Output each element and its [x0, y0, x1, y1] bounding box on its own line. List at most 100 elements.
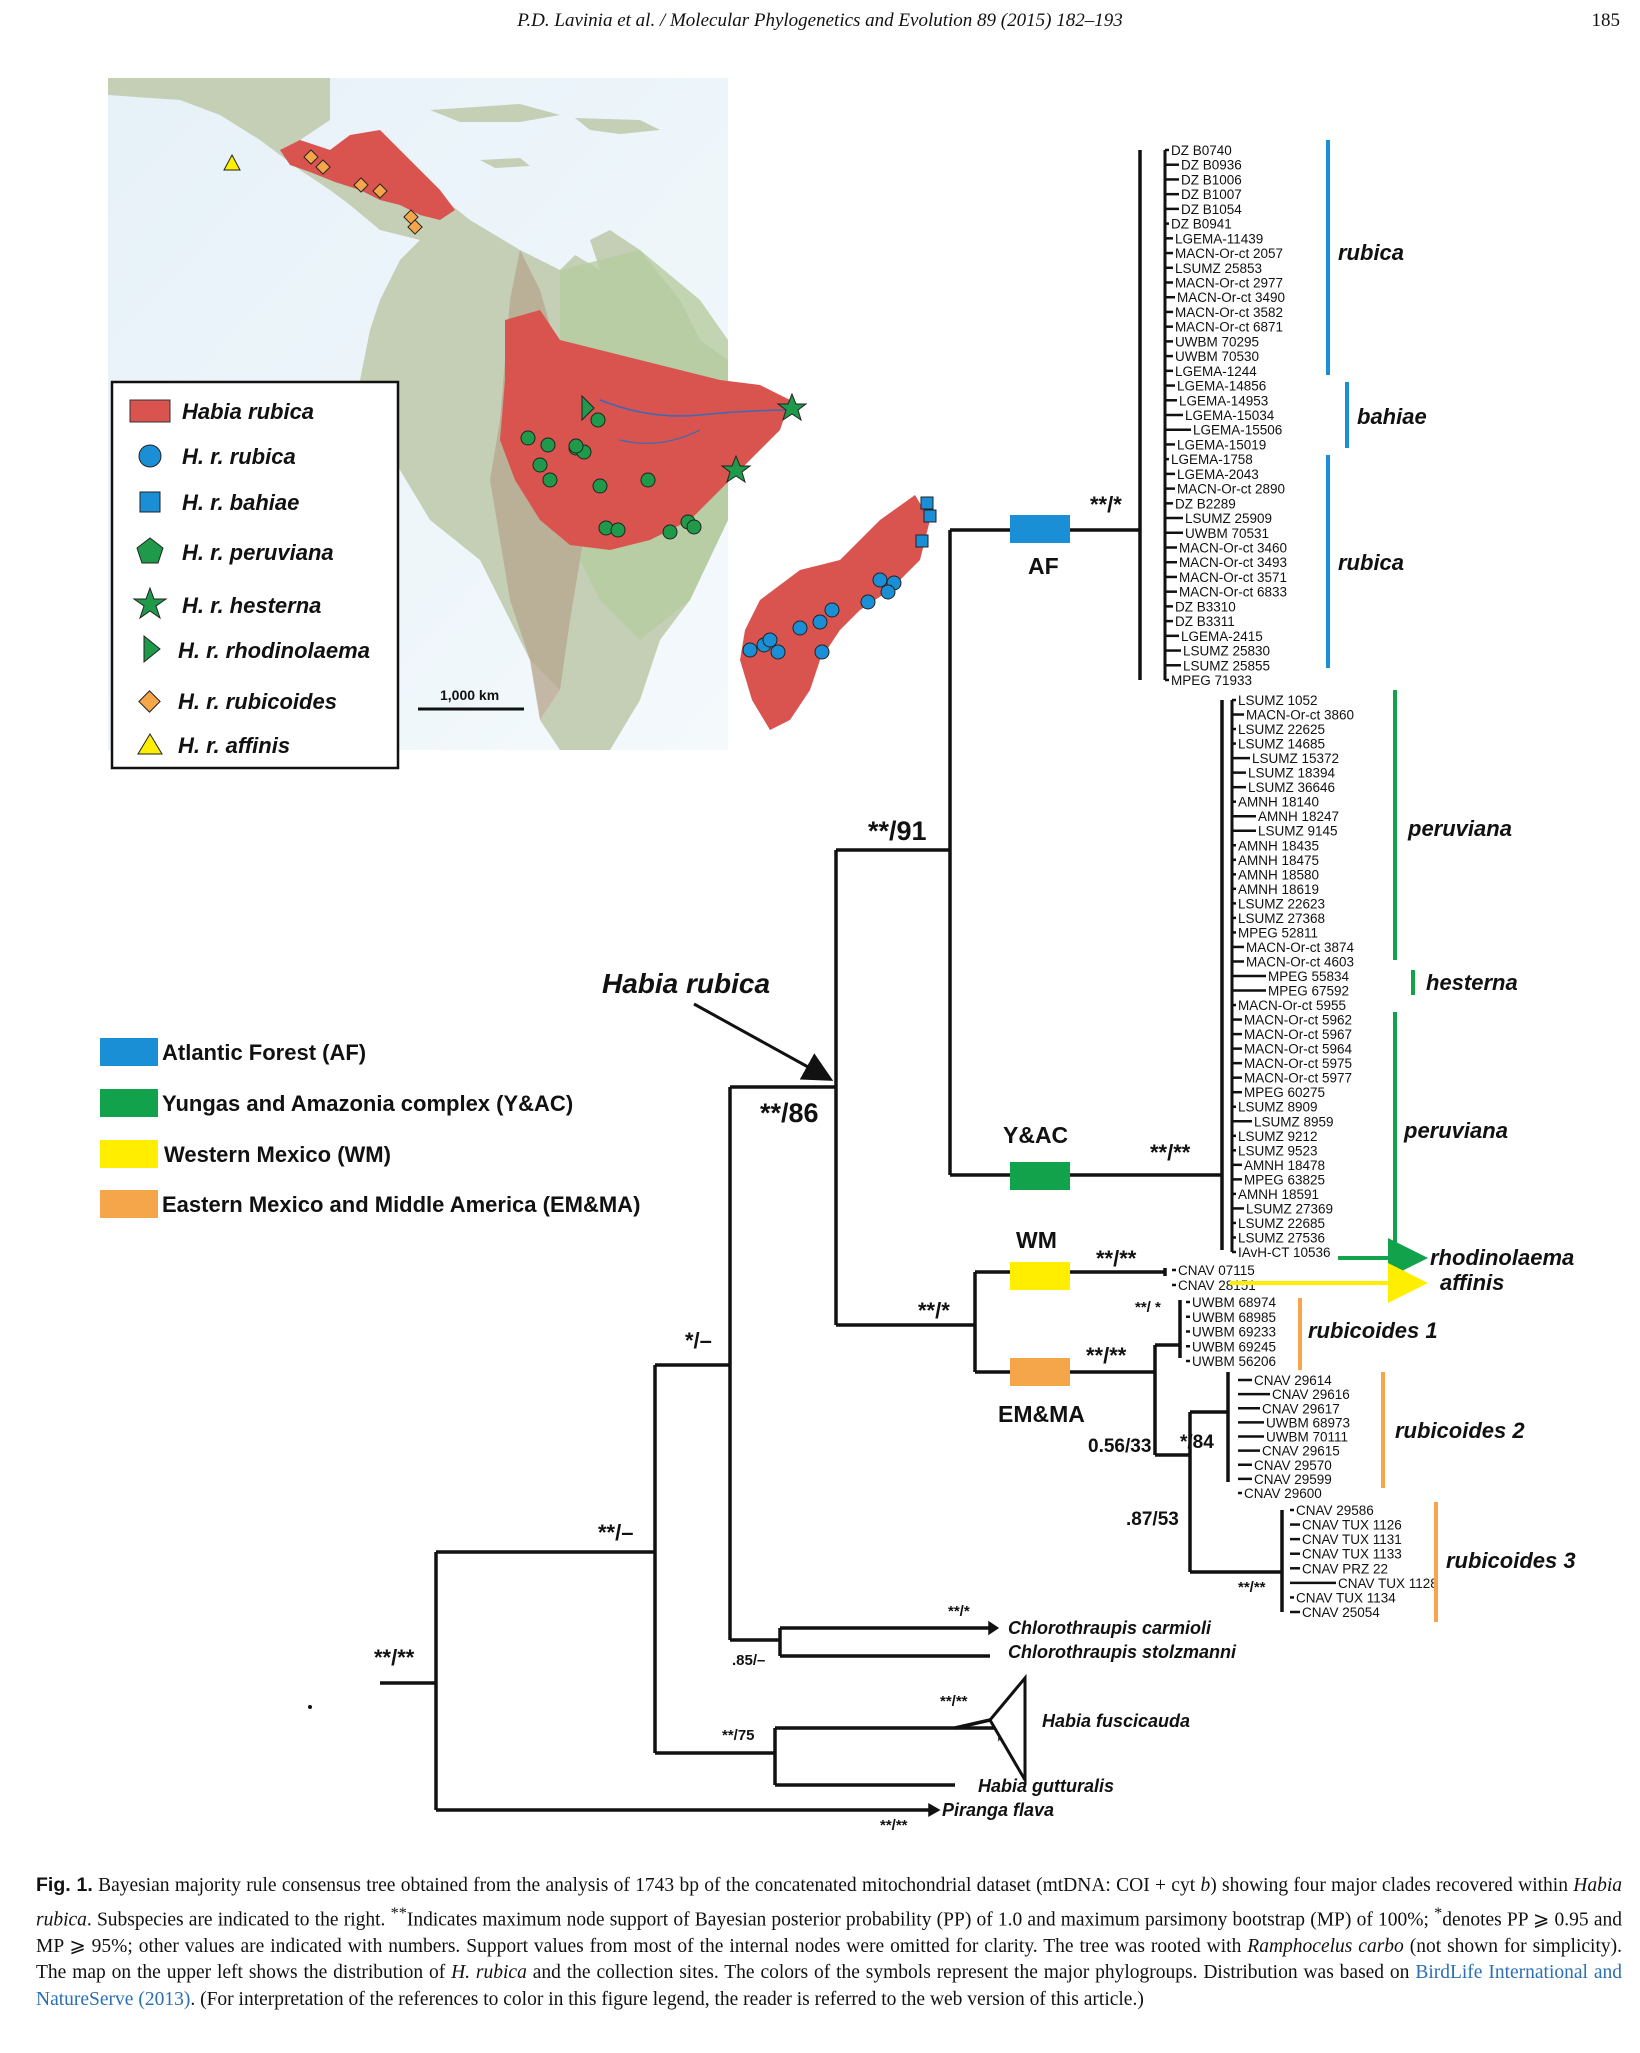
green-triangle-icon — [581, 394, 595, 422]
leaf-label: AMNH 18140 — [1238, 795, 1319, 810]
leaf-label: MACN-Or-ct 4603 — [1246, 954, 1354, 969]
blue-circle-icon — [138, 444, 162, 468]
svg-text:H. r. rhodinolaema: H. r. rhodinolaema — [178, 638, 370, 663]
leaf-label: DZ B0941 — [1171, 217, 1232, 232]
svg-text:H. r. affinis: H. r. affinis — [178, 733, 290, 758]
leaf-label: MACN-Or-ct 6833 — [1179, 585, 1287, 600]
leaf-label: DZ B0936 — [1181, 158, 1242, 173]
leaf-label: LSUMZ 9523 — [1238, 1143, 1318, 1158]
leaf-label: MACN-Or-ct 5964 — [1244, 1042, 1353, 1057]
green-star-icon — [776, 392, 808, 422]
leaf-label: LSUMZ 22625 — [1238, 722, 1325, 737]
leaf-label: LSUMZ 14685 — [1238, 737, 1325, 752]
svg-text:hesterna: hesterna — [1426, 970, 1518, 995]
svg-text:H. r. rubicoides: H. r. rubicoides — [178, 689, 337, 714]
leaf-label: LGEMA-11439 — [1175, 231, 1263, 246]
leaf-label: DZ B3311 — [1175, 614, 1235, 629]
citation-link[interactable]: BirdLife International and NatureServe (… — [36, 1962, 1622, 2010]
svg-text:**/**: **/** — [1096, 1246, 1137, 1271]
leaf-label: LSUMZ 22685 — [1238, 1216, 1325, 1231]
leaf-label: AMNH 18580 — [1238, 867, 1319, 882]
svg-text:Yungas and Amazonia complex (Y: Yungas and Amazonia complex (Y&AC) — [162, 1091, 573, 1116]
svg-text:Piranga flava: Piranga flava — [942, 1800, 1054, 1820]
green-triangle-icon — [143, 634, 161, 664]
svg-text:rubicoides 1: rubicoides 1 — [1308, 1318, 1438, 1343]
leaf-label: LSUMZ 22623 — [1238, 896, 1325, 911]
svg-text:rubicoides 2: rubicoides 2 — [1395, 1418, 1525, 1443]
leaf-label: CNAV TUX 1134 — [1296, 1590, 1396, 1605]
svg-text:**/**: **/** — [1150, 1140, 1191, 1165]
leaf-label: MACN-Or-ct 5975 — [1244, 1056, 1352, 1071]
svg-text:rubica: rubica — [1338, 550, 1404, 575]
leaf-label: LSUMZ 8959 — [1254, 1114, 1334, 1129]
svg-text:Y&AC: Y&AC — [1003, 1122, 1068, 1148]
svg-text:peruviana: peruviana — [1403, 1118, 1508, 1143]
leaf-label: LSUMZ 15372 — [1252, 751, 1339, 766]
leaf-label: MPEG 55834 — [1268, 969, 1350, 984]
leaf-label: CNAV 29617 — [1262, 1401, 1340, 1416]
leaf-label: MPEG 63825 — [1244, 1172, 1325, 1187]
leaf-label: MACN-Or-ct 5967 — [1244, 1027, 1352, 1042]
svg-text:H. r. bahiae: H. r. bahiae — [182, 490, 299, 515]
svg-text:**/*: **/* — [918, 1298, 950, 1323]
leaf-label: UWBM 69233 — [1192, 1325, 1276, 1340]
leaf-label: UWBM 70111 — [1266, 1430, 1348, 1445]
leaf-label: MACN-Or-ct 2890 — [1177, 482, 1285, 497]
svg-text:**/**: **/** — [1238, 1579, 1266, 1596]
leaf-label: LSUMZ 25909 — [1185, 511, 1272, 526]
svg-text:**/*: **/* — [1090, 492, 1122, 517]
leaf-label: CNAV TUX 1131 — [1302, 1532, 1402, 1547]
leaf-label: DZ B2289 — [1175, 496, 1236, 511]
svg-text:**/75: **/75 — [722, 1727, 755, 1744]
svg-text:Habia fuscicauda: Habia fuscicauda — [1042, 1711, 1190, 1731]
leaf-label: CNAV 25054 — [1302, 1605, 1380, 1620]
habia-fuscicauda-collapsed-clade — [988, 1673, 1027, 1786]
svg-text:Habia rubica: Habia rubica — [602, 968, 770, 999]
leaf-label: UWBM 68985 — [1192, 1310, 1276, 1325]
leaf-label: MACN-Or-ct 5955 — [1238, 998, 1346, 1013]
svg-text:**/**: **/** — [880, 1817, 908, 1834]
svg-text:**/86: **/86 — [760, 1098, 819, 1128]
green-pentagon-icon — [136, 537, 164, 564]
leaf-label: MACN-Or-ct 3490 — [1177, 290, 1285, 305]
leaf-label: LSUMZ 18394 — [1248, 766, 1336, 781]
leaf-label: CNAV PRZ 22 — [1302, 1561, 1388, 1576]
leaf-label: DZ B1007 — [1181, 187, 1242, 202]
leaf-label: LSUMZ 25855 — [1183, 658, 1270, 673]
leaf-label: LGEMA-15506 — [1193, 423, 1282, 438]
leaf-label: UWBM 56206 — [1192, 1354, 1276, 1369]
leaf-label: CNAV 29599 — [1254, 1472, 1332, 1487]
leaf-label: UWBM 70531 — [1185, 526, 1269, 541]
leaf-label: CNAV 29570 — [1254, 1458, 1332, 1473]
leaf-label: LSUMZ 27536 — [1238, 1230, 1325, 1245]
leaf-label: CNAV 29586 — [1296, 1503, 1374, 1518]
leaf-label: UWBM 68973 — [1266, 1415, 1350, 1430]
svg-text:EM&MA: EM&MA — [998, 1401, 1085, 1427]
blue-square-icon — [139, 491, 161, 513]
leaf-label: LSUMZ 27369 — [1246, 1201, 1333, 1216]
leaf-label: MPEG 60275 — [1244, 1085, 1325, 1100]
leaf-label: LGEMA-1244 — [1175, 364, 1257, 379]
svg-text:.87/53: .87/53 — [1126, 1509, 1179, 1530]
leaf-label: UWBM 69245 — [1192, 1339, 1276, 1354]
figure-1: Habia rubica H. r. rubica H. r. bahiae H… — [100, 78, 1576, 1834]
leaf-label: MACN-Or-ct 5977 — [1244, 1071, 1352, 1086]
svg-text:**/*: **/* — [948, 1603, 970, 1620]
leaf-label: CNAV TUX 1133 — [1302, 1547, 1402, 1562]
svg-text:Chlorothraupis carmioli: Chlorothraupis carmioli — [1008, 1618, 1212, 1638]
leaf-label: CNAV 28151 — [1178, 1278, 1256, 1293]
leaf-label: CNAV 29600 — [1244, 1486, 1322, 1501]
orange-diamond-icon — [138, 690, 161, 713]
leaf-label: MACN-Or-ct 3582 — [1175, 305, 1283, 320]
leaf-label: LGEMA-15019 — [1177, 437, 1266, 452]
leaf-label: MACN-Or-ct 3493 — [1179, 555, 1287, 570]
regions-legend: Atlantic Forest (AF) Yungas and Amazonia… — [100, 1038, 640, 1218]
legend-habia-rubica: Habia rubica — [182, 399, 314, 424]
distribution-map: Habia rubica H. r. rubica H. r. bahiae H… — [108, 78, 937, 770]
clade-boxes: AF Y&AC WM EM&MA — [998, 515, 1085, 1427]
svg-text:**/**: **/** — [374, 1645, 415, 1670]
svg-text:Habia gutturalis: Habia gutturalis — [978, 1776, 1114, 1796]
svg-text:WM: WM — [1016, 1227, 1057, 1253]
figure-caption: Fig. 1. Bayesian majority rule consensus… — [36, 1874, 1623, 2010]
leaf-label: LGEMA-15034 — [1185, 408, 1275, 423]
